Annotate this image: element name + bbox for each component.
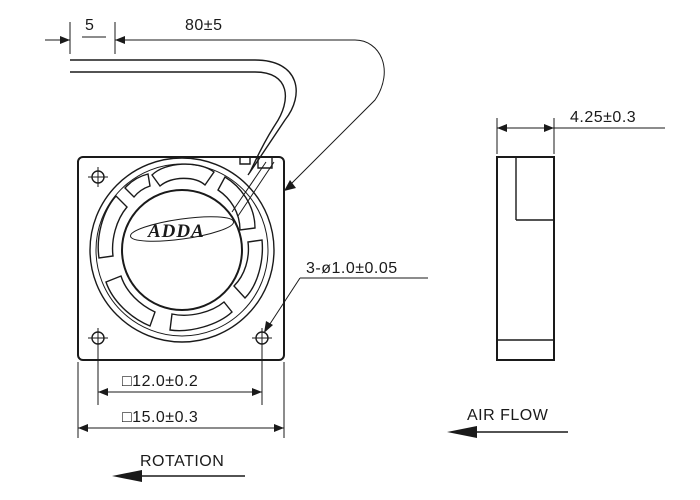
- adda-logo: ADDA: [129, 216, 235, 242]
- wire-length-label: 80±5: [185, 17, 222, 34]
- fan-front-view: ADDA: [77, 156, 285, 361]
- wire-offset-label: 5: [85, 17, 94, 34]
- thickness-label: 4.25±0.3: [570, 109, 636, 126]
- wire-dimension: [45, 22, 385, 191]
- hole-callout: [264, 277, 428, 333]
- bottom-dimensions: [77, 348, 285, 438]
- hole-callout-label: 3-ø1.0±0.05: [306, 260, 398, 277]
- air-flow-label: AIR FLOW: [467, 407, 549, 424]
- mounting-holes: [88, 167, 272, 348]
- air-flow-arrow: [447, 426, 568, 438]
- fan-side-view: [496, 118, 665, 361]
- frame-size-label: □15.0±0.3: [122, 409, 198, 426]
- fan-wires: [70, 59, 297, 217]
- logo-text: ADDA: [147, 221, 205, 242]
- rotation-label: ROTATION: [140, 453, 224, 470]
- hole-spacing-label: □12.0±0.2: [122, 373, 198, 390]
- fan-blades: [97, 163, 264, 332]
- rotation-arrow: [112, 470, 245, 482]
